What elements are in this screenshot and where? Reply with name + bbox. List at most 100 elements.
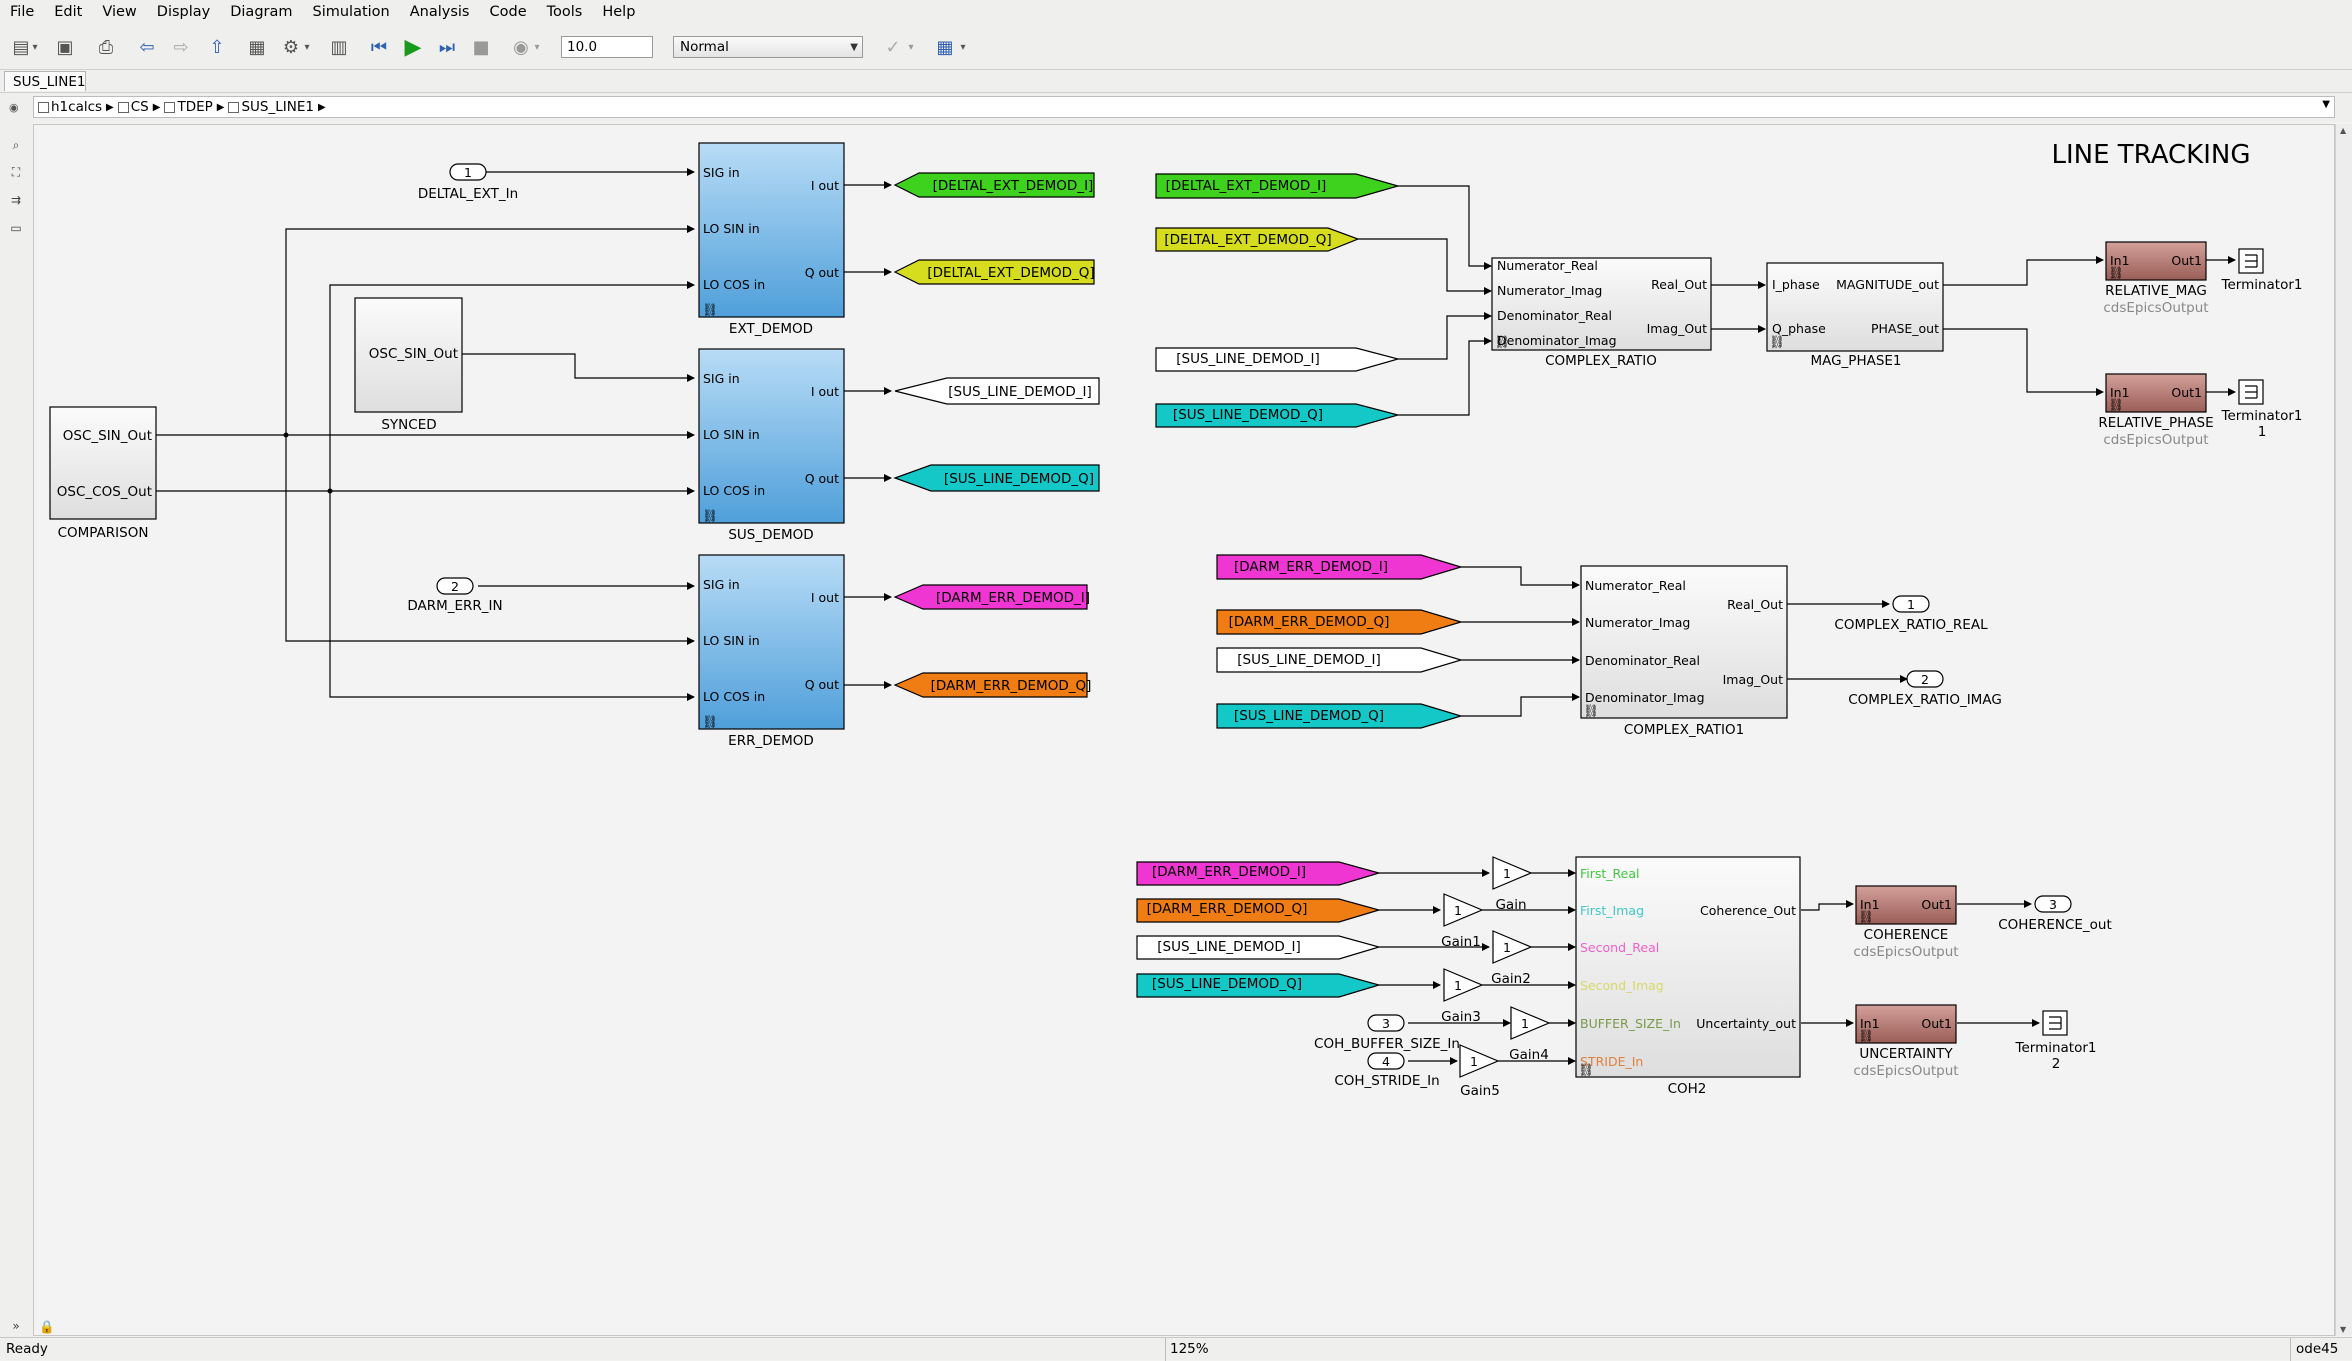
gain-block[interactable]: 1 Gain (1492, 856, 1533, 913)
err-demod-block[interactable]: SIG in LO SIN in LO COS in I out Q out E… (698, 554, 845, 749)
arrow-icon[interactable]: ⇉ (10, 193, 22, 207)
chevron-right-icon: ▶ (106, 101, 114, 113)
sus-demod-block[interactable]: SIG in LO SIN in LO COS in I out Q out S… (698, 348, 845, 543)
block-name: COHERENCE (1864, 927, 1949, 943)
new-dropdown-icon[interactable]: ▾ (32, 41, 38, 53)
new-model-icon[interactable]: ▤ (12, 36, 30, 58)
simulation-mode-select[interactable]: Normal▼ (673, 36, 863, 58)
breadcrumb-label: TDEP (177, 99, 213, 115)
goto-darm-err-q[interactable]: [DARM_ERR_DEMOD_Q] (893, 672, 1091, 698)
block-name: UNCERTAINTY (1859, 1046, 1953, 1062)
menu-diagram[interactable]: Diagram (230, 4, 293, 20)
breadcrumb-h1calcs[interactable]: h1calcs▶ (38, 99, 114, 115)
grid-dropdown-icon[interactable]: ▾ (960, 41, 966, 53)
link-icon: ⛓ (1494, 334, 1510, 349)
complex-ratio-block[interactable]: Numerator_Real Numerator_Imag Denominato… (1491, 257, 1712, 369)
menu-view[interactable]: View (102, 4, 137, 20)
gain4-block[interactable]: 1 Gain4 (1509, 1006, 1551, 1063)
fit-view-icon[interactable]: ⛶ (11, 164, 21, 179)
mag-phase-block[interactable]: I_phase Q_phase MAGNITUDE_out PHASE_out … (1766, 262, 1944, 369)
goto-sus-line-i[interactable]: [SUS_LINE_DEMOD_I] (894, 377, 1100, 405)
port-label: LO SIN in (703, 633, 760, 648)
hide-browser-icon[interactable]: ◉ (9, 101, 19, 114)
breadcrumb-sus-line1[interactable]: SUS_LINE1▶ (228, 99, 326, 115)
menu-help[interactable]: Help (602, 4, 636, 20)
goto-deltal-ext-i[interactable]: [DELTAL_EXT_DEMOD_I] (893, 172, 1095, 198)
terminator-3[interactable]: Terminator1 2 (2015, 1010, 2097, 1072)
settings-dropdown-icon[interactable]: ▾ (304, 41, 310, 53)
address-dropdown-icon[interactable]: ▼ (2322, 99, 2330, 110)
outport-cr-imag[interactable]: 2 COMPLEX_RATIO_IMAG (1848, 670, 2002, 708)
epics-relative-phase[interactable]: In1 Out1 RELATIVE_PHASE cdsEpicsOutput ⛓ (2098, 373, 2214, 448)
inport-darm[interactable]: 2 DARM_ERR_IN (407, 577, 503, 614)
from-sus-line-q[interactable]: [SUS_LINE_DEMOD_Q] (1155, 403, 1401, 428)
epics-uncertainty[interactable]: In1 Out1 UNCERTAINTY cdsEpicsOutput ⛓ (1853, 1004, 1959, 1079)
gain3-block[interactable]: 1 Gain3 (1441, 968, 1484, 1025)
step-forward-icon[interactable]: ⏭ (438, 36, 456, 58)
inport-coh-buffer[interactable]: 3 COH_BUFFER_SIZE_In (1314, 1014, 1460, 1052)
from-sus-line-q-3[interactable]: [SUS_LINE_DEMOD_Q] (1136, 973, 1382, 998)
expand-icon[interactable]: » (12, 1319, 20, 1333)
stop-time-input[interactable]: 10.0 (561, 36, 653, 58)
menu-analysis[interactable]: Analysis (409, 4, 470, 20)
inport-coh-stride[interactable]: 4 COH_STRIDE_In (1334, 1052, 1440, 1089)
menu-edit[interactable]: Edit (54, 4, 83, 20)
library-browser-icon[interactable]: ▦ (248, 36, 266, 58)
complex-ratio1-block[interactable]: Numerator_Real Numerator_Imag Denominato… (1580, 565, 1788, 738)
run-icon[interactable]: ▶ (404, 34, 422, 60)
from-darm-err-i-2[interactable]: [DARM_ERR_DEMOD_I] (1216, 554, 1464, 580)
goto-deltal-ext-q[interactable]: [DELTAL_EXT_DEMOD_Q] (893, 259, 1095, 285)
outport-coherence[interactable]: 3 COHERENCE_out (1998, 895, 2112, 933)
breadcrumb-cs[interactable]: CS▶ (117, 99, 160, 115)
from-darm-err-q-2[interactable]: [DARM_ERR_DEMOD_Q] (1216, 609, 1464, 635)
print-icon[interactable]: ⎙ (98, 36, 114, 58)
goto-darm-err-i[interactable]: [DARM_ERR_DEMOD_I] (893, 584, 1090, 610)
ext-demod-block[interactable]: SIG in LO SIN in LO COS in I out Q out E… (698, 142, 845, 337)
scroll-up-icon[interactable]: ▲ (2340, 126, 2347, 135)
annotation-icon[interactable]: ▭ (10, 221, 22, 235)
from-sus-line-i-3[interactable]: [SUS_LINE_DEMOD_I] (1136, 935, 1382, 960)
from-sus-line-i[interactable]: [SUS_LINE_DEMOD_I] (1155, 347, 1401, 372)
menu-simulation[interactable]: Simulation (312, 4, 390, 20)
grid-icon[interactable]: ▦ (936, 36, 954, 58)
from-deltal-ext-q[interactable]: [DELTAL_EXT_DEMOD_Q] (1155, 227, 1360, 252)
menu-display[interactable]: Display (156, 4, 211, 20)
breadcrumb-tdep[interactable]: TDEP▶ (164, 99, 224, 115)
terminator-1[interactable]: Terminator1 (2221, 248, 2303, 293)
save-icon[interactable]: ▣ (56, 36, 74, 58)
epics-relative-mag[interactable]: In1 Out1 RELATIVE_MAG cdsEpicsOutput ⛓ (2103, 241, 2209, 316)
menu-code[interactable]: Code (489, 4, 527, 20)
outport-cr-real[interactable]: 1 COMPLEX_RATIO_REAL (1834, 595, 1988, 633)
menu-tools[interactable]: Tools (546, 4, 583, 20)
back-icon[interactable]: ⇦ (139, 36, 155, 58)
terminator-2[interactable]: Terminator1 1 (2221, 379, 2303, 440)
step-back-icon[interactable]: ⏮ (370, 36, 388, 58)
goto-sus-line-q[interactable]: [SUS_LINE_DEMOD_Q] (893, 464, 1100, 492)
coh2-block[interactable]: First_Real First_Imag Second_Real Second… (1575, 856, 1801, 1097)
from-deltal-ext-i[interactable]: [DELTAL_EXT_DEMOD_I] (1155, 173, 1401, 199)
model-explorer-icon[interactable]: ▥ (330, 36, 348, 58)
model-canvas[interactable]: LINE TRACKING (33, 124, 2335, 1336)
from-sus-line-i-2[interactable]: [SUS_LINE_DEMOD_I] (1216, 647, 1464, 673)
from-darm-err-q-3[interactable]: [DARM_ERR_DEMOD_Q] (1136, 898, 1382, 923)
epics-coherence[interactable]: In1 Out1 COHERENCE cdsEpicsOutput ⛓ (1853, 885, 1959, 960)
menu-file[interactable]: File (10, 4, 35, 20)
gain5-block[interactable]: 1 Gain5 (1459, 1044, 1500, 1099)
up-icon[interactable]: ⇧ (209, 36, 225, 58)
scroll-down-icon[interactable]: ▼ (2340, 1325, 2347, 1334)
comparison-block[interactable]: OSC_SIN_Out OSC_COS_Out COMPARISON (49, 406, 157, 541)
inport-deltal[interactable]: 1 DELTAL_EXT_In (418, 163, 518, 202)
block-name: Terminator1 (2221, 277, 2303, 293)
line-synced-sig (462, 353, 695, 382)
zoom-icon[interactable]: ⌕ (12, 137, 20, 152)
gain2-block[interactable]: 1 Gain2 (1491, 930, 1533, 987)
tab-sus-line1[interactable]: SUS_LINE1 (4, 71, 86, 91)
gain1-block[interactable]: 1 Gain1 (1441, 893, 1484, 950)
synced-block[interactable]: OSC_SIN_Out SYNCED (354, 297, 463, 433)
from-darm-err-i-3[interactable]: [DARM_ERR_DEMOD_I] (1136, 861, 1382, 886)
vertical-scrollbar[interactable]: ▲ ▼ (2335, 124, 2352, 1336)
from-sus-line-q-2[interactable]: [SUS_LINE_DEMOD_Q] (1216, 703, 1464, 729)
settings-gear-icon[interactable]: ⚙ (282, 36, 300, 58)
port-label: Real_Out (1651, 277, 1707, 292)
status-divider (2290, 1338, 2291, 1361)
